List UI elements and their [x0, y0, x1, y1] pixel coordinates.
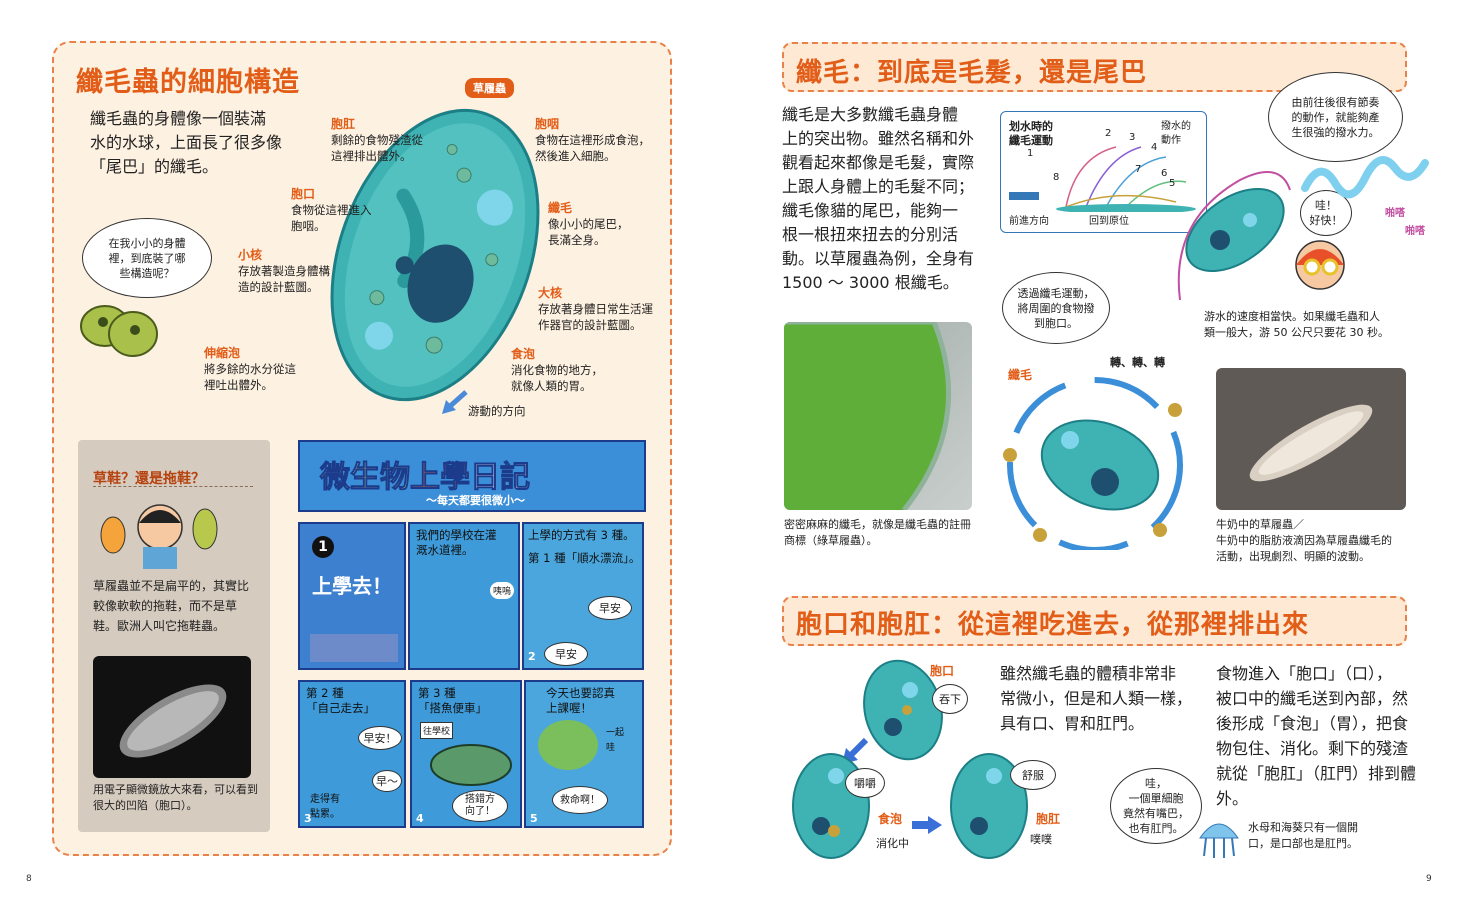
note-title: 草鞋？還是拖鞋？ — [93, 471, 205, 487]
comic-panel-6: 今天也要認真上課喔！ 一起哇 救命啊！ 5 — [524, 680, 644, 828]
section1-text: 纖毛是大多數纖毛蟲身體 上的突出物。雖然名稱和外 觀看起來都像是毛髮，實際 上跟… — [782, 105, 975, 292]
jellyfish-illustration — [1199, 823, 1239, 858]
chew-bubble: 嚼嚼 — [845, 768, 885, 798]
section2-text1: 雖然纖毛蟲的體積非常非 常微小，但是和人類一樣， 具有口、胃和肛門。 — [1000, 664, 1193, 733]
swim-direction-arrow — [442, 390, 468, 414]
swim-direction-label: 游動的方向 — [468, 404, 526, 418]
s2-foodvac-label: 食泡 — [878, 812, 903, 826]
poop-sfx: 噗噗 — [1030, 833, 1052, 846]
question-bubble: 在我小小的身體裡，到底裝了哪些構造呢？ — [82, 218, 212, 298]
green-paramecium-photo — [784, 322, 972, 510]
water-splash — [1301, 156, 1429, 199]
cilia-stroke-diagram: 划水時的纖毛運動 撥水的動作 1 2 3 4 5 6 7 8 前進方向 回到原位 — [1000, 111, 1207, 233]
sfx-pata-2: 啪嗒 — [1405, 226, 1425, 237]
photo2-caption: 牛奶中的草履蟲／ 牛奶中的脂肪液滴因為草履蟲纖毛的 活動，出現劇烈、明顯的波動。 — [1216, 518, 1392, 563]
photo1-caption: 密密麻麻的纖毛，就像是纖毛蟲的註冊 商標（綠草履蟲）。 — [784, 518, 971, 547]
section2-header — [782, 596, 1407, 646]
comic-panel-4: 第 2 種「自己走去」 早安！ 早～ 走得有點累。 3 — [298, 680, 406, 828]
spin-text: 轉、轉、轉 — [1110, 356, 1165, 369]
section2-title: 胞口和胞肛：從這裡吃進去，從那裡排出來 — [796, 610, 1310, 640]
rhythm-bubble: 由前往後很有節奏的動作，就能夠產生很強的撥水力。 — [1268, 72, 1403, 162]
note-divider — [93, 486, 253, 487]
eating-paramecium — [863, 659, 943, 761]
comic-title-box — [298, 440, 646, 512]
cilia-label: 纖毛 — [1008, 368, 1033, 382]
sfx-pata-1: 啪嗒 — [1385, 208, 1405, 219]
arrow-right — [912, 816, 942, 834]
label-pharynx: 胞咽 食物在這裡形成食泡， 然後進入細胞。 — [535, 117, 650, 163]
page-number-left: 8 — [26, 874, 32, 884]
digesting-paramecium — [792, 753, 870, 859]
label-food-vacuole: 食泡 消化食物的地方， 就像人類的胃。 — [511, 347, 603, 393]
paramecium-illustration — [330, 108, 540, 402]
page-number-right: 9 — [1426, 874, 1432, 884]
s2-anus-label: 胞肛 — [1036, 812, 1061, 826]
label-cilia: 纖毛 像小小的尾巴， 長滿全身。 — [548, 201, 629, 247]
label-mouth: 胞口 食物從這裡進入 胞咽。 — [291, 187, 372, 233]
label-micronucleus: 小核 存放著製造身體構 造的設計藍圖。 — [238, 248, 330, 294]
comic-panel-1: 1 上學去！ — [298, 522, 406, 670]
forward-arrow — [1009, 192, 1039, 200]
label-anus: 胞肛 剩餘的食物殘渣從 這裡排出體外。 — [331, 117, 423, 163]
swimmer-illustration — [1295, 240, 1345, 290]
left-intro: 纖毛蟲的身體像一個裝滿 水的水球，上面長了很多像 「尾巴」的纖毛。 — [90, 109, 283, 176]
milk-paramecium-photo — [1216, 368, 1406, 510]
comic-title: 微生物上學日記 — [320, 460, 531, 496]
comic-subtitle: ～每天都要很微小～ — [426, 494, 525, 507]
swimming-paramecium — [1177, 171, 1291, 300]
feeding-paramecium — [1003, 377, 1183, 550]
digesting-label: 消化中 — [876, 837, 909, 850]
microbe-character — [80, 305, 158, 357]
swim-caption: 游水的速度相當快。如果纖毛蟲和人 類一般大，游 50 公尺只要花 30 秒。 — [1204, 310, 1389, 339]
excreting-paramecium — [950, 753, 1028, 859]
wow-anus-bubble: 哇，一個單細胞竟然有嘴巴，也有肛門。 — [1110, 768, 1202, 844]
micrograph-caption: 用電子顯微鏡放大來看，可以看到 很大的凹陷（胞口）。 — [93, 783, 258, 812]
note-text: 草履蟲並不是扁平的，其實比 較像軟軟的拖鞋，而不是草 鞋。歐洲人叫它拖鞋蟲。 — [93, 579, 250, 633]
comic-panel-5: 第 3 種「搭魚便車」 往學校 搭錯方向了！ 4 — [410, 680, 522, 828]
left-title: 纖毛蟲的細胞構造 — [76, 67, 300, 98]
label-macronucleus: 大核 存放著身體日常生活運 作器官的設計藍圖。 — [538, 286, 653, 332]
species-tag: 草履蟲 — [465, 78, 514, 98]
wow-bubble: 哇！好快！ — [1300, 190, 1352, 236]
comic-panel-3: 上學的方式有 3 種。第 1 種「順水漂流」。 早安 早安 2 — [522, 522, 644, 670]
boy-illustration — [100, 504, 218, 569]
s2-mouth-label: 胞口 — [930, 664, 955, 678]
comfy-bubble: 舒服 — [1010, 760, 1056, 790]
section2-text2: 食物進入「胞口」（口）， 被口中的纖毛送到內部，然 後形成「食泡」（胃），把食 … — [1216, 664, 1417, 808]
comic-panel-2: 我們的學校在灌溉水道裡。 咦嗚 — [408, 522, 520, 670]
label-contractile-vacuole: 伸縮泡 將多餘的水分從這 裡吐出體外。 — [204, 346, 296, 392]
electron-micrograph — [93, 656, 251, 778]
comic-strip: 微生物上學日記 ～每天都要很微小～ 1 上學去！ 我們的學校在灌溉水道裡。 咦嗚… — [298, 440, 646, 830]
swallow-bubble: 吞下 — [932, 684, 968, 714]
jellyfish-note: 水母和海葵只有一個開 口，是口部也是肛門。 — [1248, 821, 1358, 850]
food-bubble: 透過纖毛運動，將周圍的食物撥到胞口。 — [1002, 272, 1110, 344]
section1-title: 纖毛：到底是毛髮，還是尾巴 — [796, 58, 1148, 88]
